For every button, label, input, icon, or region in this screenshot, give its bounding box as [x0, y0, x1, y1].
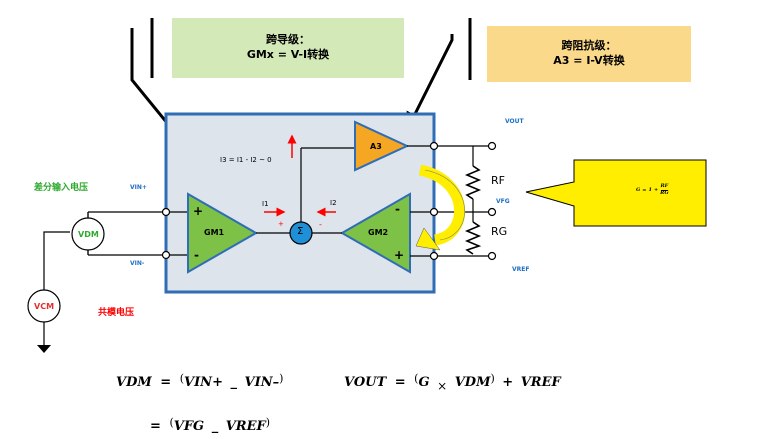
a3-label: A3: [370, 142, 382, 151]
a3-amplifier: [354, 120, 410, 172]
vin-plus-label: VIN+: [130, 184, 147, 191]
gm2-plus: +: [394, 248, 405, 262]
gm1-minus: -: [194, 248, 199, 262]
equation-vfg: = (VFG _ VREF): [150, 416, 271, 434]
sigma-label: Σ: [297, 226, 304, 237]
feedback-arrow: [418, 164, 465, 246]
vref-label: VREF: [512, 266, 530, 273]
gm2-minus: -: [395, 202, 400, 216]
equation-vout: VOUT = (G × VDM) + VREF: [344, 372, 561, 393]
vcm-source-label: VCM: [34, 302, 55, 311]
vfg-label: VFG: [496, 198, 510, 205]
i3-label: I3 = I1 - I2 ~ 0: [220, 156, 272, 164]
ground-symbol: [37, 345, 51, 353]
gm1-plus: +: [193, 204, 204, 218]
gm1-amplifier: [187, 192, 259, 274]
common-mode-label: 共模电压: [98, 308, 135, 318]
i2-label: I2: [330, 199, 337, 207]
transimpedance-desc: A3 = I-V转换: [553, 54, 625, 67]
transimpedance-title: 跨阻抗级：: [561, 39, 617, 53]
equation-vdm: VDM = (VIN+ _ VIN–): [116, 372, 284, 390]
vcm-source: [27, 289, 61, 323]
gm1-label: GM1: [204, 228, 225, 237]
gain-formula: G = 1 + RF RG: [636, 183, 669, 196]
transconductance-desc: GMx = V-I转换: [246, 48, 330, 61]
rg-label: RG: [491, 225, 508, 238]
gm2-amplifier: [339, 192, 411, 274]
gain-callout: [525, 159, 707, 227]
pointer-to-a3: [406, 34, 454, 131]
transconductance-title: 跨导级：: [266, 33, 310, 47]
rf-resistor: [464, 165, 482, 200]
rg-resistor: [464, 221, 482, 255]
vout-label: VOUT: [505, 118, 524, 125]
sigma-minus-sign: -: [319, 220, 322, 229]
rf-label: RF: [491, 174, 505, 187]
i1-label: I1: [262, 200, 269, 208]
vdm-source: [71, 217, 105, 251]
transconductance-callout: 跨导级： GMx = V-I转换: [172, 18, 404, 78]
vdm-source-label: VDM: [78, 230, 99, 239]
vin-minus-label: VIN-: [130, 260, 145, 267]
sigma-plus-sign: +: [278, 220, 284, 228]
gm2-label: GM2: [368, 228, 389, 237]
diff-input-label: 差分输入电压: [34, 183, 89, 193]
transimpedance-callout: 跨阻抗级： A3 = I-V转换: [487, 26, 691, 82]
